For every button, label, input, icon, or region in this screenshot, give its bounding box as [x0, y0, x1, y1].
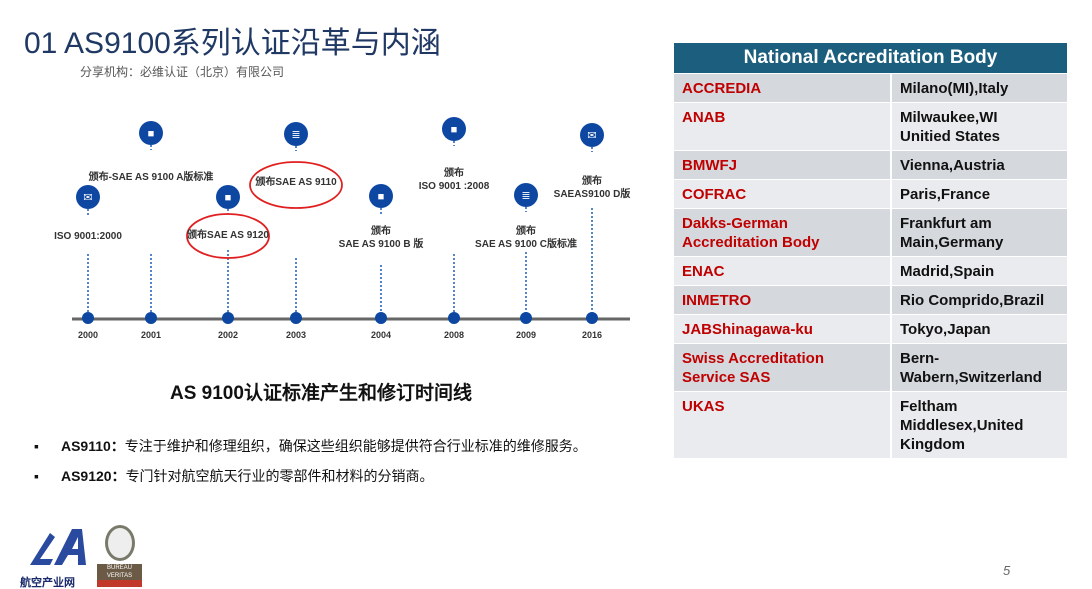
bv-logo-text: BUREAU VERITAS	[97, 564, 142, 580]
event-year: 2016	[581, 330, 603, 340]
page-title: 01 AS9100系列认证沿革与内涵	[24, 27, 441, 60]
body-location: Paris,France	[891, 179, 1067, 209]
mail-icon	[76, 185, 100, 209]
logo-text: 航空产业网	[20, 577, 75, 589]
timeline-dot	[448, 312, 460, 324]
event-year: 2001	[140, 330, 162, 340]
body-name: ANAB	[674, 102, 892, 151]
ca-logo-icon	[30, 529, 86, 565]
user-icon-glyph: ■	[148, 128, 155, 140]
body-location: Milano(MI),Italy	[891, 73, 1067, 103]
body-location: Vienna,Austria	[891, 150, 1067, 180]
timeline-dot	[222, 312, 234, 324]
aviation-logo: 航空产业网	[20, 525, 95, 589]
briefcase-icon-glyph: ■	[225, 192, 232, 204]
document-icon	[284, 122, 308, 146]
subtitle: 分享机构：必维认证（北京）有限公司	[80, 65, 285, 79]
event-label: 颁布 SAE AS 9100 C版标准	[475, 226, 577, 250]
event-year: 2008	[443, 330, 465, 340]
document-icon-glyph: ≣	[291, 129, 300, 141]
event-label: 颁布SAE AS 9110	[255, 177, 337, 188]
bullet-item: ▪AS9120：专门针对航空航天行业的零部件和材料的分销商。	[34, 468, 434, 484]
body-name: JABShinagawa-ku	[674, 314, 892, 344]
timeline-dot	[82, 312, 94, 324]
body-name: BMWFJ	[674, 150, 892, 180]
document-icon-glyph: ≣	[521, 190, 530, 202]
event-label: 颁布 ISO 9001 :2008	[418, 168, 490, 192]
highlight-circle	[186, 213, 270, 259]
body-name: ENAC	[674, 256, 892, 286]
globe-icon-glyph: ■	[451, 124, 458, 136]
briefcase-icon	[216, 185, 240, 209]
body-name: Dakks-German Accreditation Body	[674, 208, 892, 257]
timeline-graphic: ✉ ■ ■ ≣ ■ ■ ≣ ✉	[72, 117, 630, 324]
event-label: 颁布 SAEAS9100 D版	[553, 176, 631, 200]
body-location: Tokyo,Japan	[891, 314, 1067, 344]
bureau-veritas-logo: BUREAU VERITAS	[97, 525, 142, 587]
page-number: 5	[1003, 563, 1011, 578]
bullet-text: 专门针对航空航天行业的零部件和材料的分销商。	[125, 468, 434, 484]
body-location: Madrid,Spain	[891, 256, 1067, 286]
event-label: 颁布 SAE AS 9100 B 版	[338, 226, 424, 250]
body-name: Swiss Accreditation Service SAS	[674, 343, 892, 392]
mail-icon-glyph: ✉	[83, 192, 92, 204]
event-label: 颁布-SAE AS 9100 A版标准	[88, 172, 214, 183]
highlight-circle	[249, 161, 343, 209]
timeline-dot	[375, 312, 387, 324]
mail-icon-glyph: ✉	[587, 130, 596, 142]
body-location: Frankfurt am Main,Germany	[891, 208, 1067, 257]
timeline-dot	[145, 312, 157, 324]
event-label: ISO 9001:2000	[54, 231, 122, 242]
event-year: 2000	[77, 330, 99, 340]
timeline-dot	[290, 312, 302, 324]
event-year: 2004	[370, 330, 392, 340]
table-header: National Accreditation Body	[674, 43, 1067, 74]
globe-icon	[442, 117, 466, 141]
timeline-caption: AS 9100认证标准产生和修订时间线	[170, 383, 472, 404]
mail-icon	[580, 123, 604, 147]
event-label: 颁布SAE AS 9120	[187, 230, 269, 241]
timeline-dot	[586, 312, 598, 324]
body-location: Milwaukee,WI Unitied States	[891, 102, 1067, 151]
bullet-item: ▪AS9110：专注于维护和修理组织，确保这些组织能够提供符合行业标准的维修服务…	[34, 438, 587, 454]
event-year: 2002	[217, 330, 239, 340]
handshake-icon-glyph: ■	[378, 191, 385, 203]
bullet-term: AS9120：	[60, 468, 126, 484]
event-year: 2009	[515, 330, 537, 340]
timeline-dot	[520, 312, 532, 324]
document-icon	[514, 183, 538, 207]
body-name: UKAS	[674, 391, 892, 458]
timeline: ✉ ■ ■ ≣ ■ ■ ≣ ✉ ISO 9001:2000 2000 颁布-SAE AS 9100…	[0, 0, 660, 360]
bullet-term: AS9110：	[60, 438, 125, 454]
body-location: Rio Comprido,Brazil	[891, 285, 1067, 315]
body-location: Feltham Middlesex,United Kingdom	[891, 391, 1067, 458]
body-name: ACCREDIA	[674, 73, 892, 103]
body-name: COFRAC	[674, 179, 892, 209]
event-year: 2003	[285, 330, 307, 340]
bullet-text: 专注于维护和修理组织，确保这些组织能够提供符合行业标准的维修服务。	[124, 438, 587, 454]
handshake-icon	[369, 184, 393, 208]
body-name: INMETRO	[674, 285, 892, 315]
body-location: Bern- Wabern,Switzerland	[891, 343, 1067, 392]
user-icon	[139, 121, 163, 145]
